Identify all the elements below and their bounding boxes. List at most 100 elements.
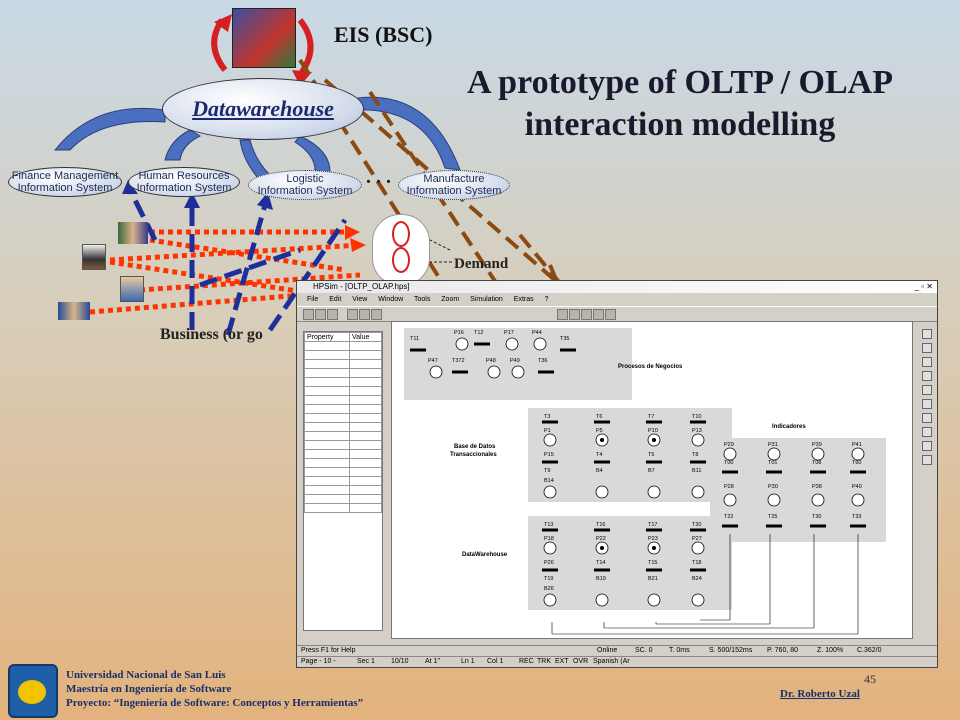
align-tool-icon[interactable] xyxy=(922,455,932,465)
petri-label-p16: P16 xyxy=(454,330,464,336)
mid-transition-bottom-1[interactable] xyxy=(594,460,610,464)
petri-label-b26: B26 xyxy=(544,586,554,592)
petri-label-t5: T5 xyxy=(648,452,654,458)
mid-transition-top-2[interactable] xyxy=(646,420,662,424)
low-transition-top-1[interactable] xyxy=(594,528,610,532)
transition-tool-icon[interactable] xyxy=(922,357,932,367)
menu-view[interactable]: View xyxy=(352,296,368,303)
menu-simulation[interactable]: Simulation xyxy=(470,296,503,303)
paste-icon[interactable] xyxy=(371,309,382,320)
low-transition-top-2[interactable] xyxy=(646,528,662,532)
ind-transition-3[interactable] xyxy=(850,470,866,474)
menu-file[interactable]: File xyxy=(307,296,319,303)
menu-help[interactable]: ? xyxy=(544,296,549,303)
ind-place-lower-0[interactable] xyxy=(723,493,737,507)
open-file-icon[interactable] xyxy=(315,309,326,320)
text-tool-icon[interactable] xyxy=(922,399,932,409)
window-controls[interactable]: _ ▫ ✕ xyxy=(914,282,933,291)
mid-transition-top-3[interactable] xyxy=(690,420,706,424)
menu-window[interactable]: Window xyxy=(378,296,404,303)
transition-t11[interactable] xyxy=(410,348,426,352)
petri-label-p28: P28 xyxy=(724,484,734,490)
drawing-palette xyxy=(919,325,935,525)
low-place-3[interactable] xyxy=(691,541,705,555)
mid-transition-top-1[interactable] xyxy=(594,420,610,424)
low-place-lower-2[interactable] xyxy=(647,593,661,607)
ind-transition-lower-0[interactable] xyxy=(722,524,738,528)
pointer-tool-icon[interactable] xyxy=(922,329,932,339)
menu-zoom[interactable]: Zoom xyxy=(441,296,460,303)
ind-transition-lower-3[interactable] xyxy=(850,524,866,528)
low-place-0[interactable] xyxy=(543,541,557,555)
petri-net-diagram: Procesos de Negocios Indicadores Base de… xyxy=(404,328,886,635)
menu-extras[interactable]: Extras xyxy=(513,296,534,303)
window-titlebar: HPSim - [OLTP_OLAP.hps] _ ▫ ✕ xyxy=(297,281,937,293)
pause-icon[interactable] xyxy=(569,309,580,320)
ind-place-2[interactable] xyxy=(811,447,825,461)
petri-net-canvas[interactable]: Procesos de Negocios Indicadores Base de… xyxy=(391,321,913,639)
ind-place-3[interactable] xyxy=(851,447,865,461)
low-transition-bottom-1[interactable] xyxy=(594,568,610,572)
ind-place-lower-3[interactable] xyxy=(851,493,865,507)
place-p48[interactable] xyxy=(487,365,501,379)
ind-transition-2[interactable] xyxy=(810,470,826,474)
word-status-bar: Page - 10 - Sec 1 10/10 At 1" Ln 1 Col 1… xyxy=(297,656,937,667)
place-p17[interactable] xyxy=(505,337,519,351)
low-place-lower-3[interactable] xyxy=(691,593,705,607)
mid-transition-top-0[interactable] xyxy=(542,420,558,424)
reset-icon[interactable] xyxy=(605,309,616,320)
transition-t12[interactable] xyxy=(474,342,490,346)
ind-transition-1[interactable] xyxy=(766,470,782,474)
mid-transition-bottom-3[interactable] xyxy=(690,460,706,464)
new-file-icon[interactable] xyxy=(303,309,314,320)
mid-place-lower-1[interactable] xyxy=(595,485,609,499)
stop-icon[interactable] xyxy=(581,309,592,320)
ind-place-lower-1[interactable] xyxy=(767,493,781,507)
menu-edit[interactable]: Edit xyxy=(329,296,342,303)
eis-people-icon xyxy=(232,8,296,68)
transition-t36[interactable] xyxy=(538,370,554,374)
mid-place-2-token xyxy=(652,438,656,442)
ind-transition-lower-1[interactable] xyxy=(766,524,782,528)
mid-place-lower-0[interactable] xyxy=(543,485,557,499)
ind-place-0[interactable] xyxy=(723,447,737,461)
cut-icon[interactable] xyxy=(347,309,358,320)
ind-transition-0[interactable] xyxy=(722,470,738,474)
ind-place-1[interactable] xyxy=(767,447,781,461)
place-tool-icon[interactable] xyxy=(922,343,932,353)
token-tool-icon[interactable] xyxy=(922,385,932,395)
copy-icon[interactable] xyxy=(359,309,370,320)
low-transition-top-3[interactable] xyxy=(690,528,706,532)
mid-place-0[interactable] xyxy=(543,433,557,447)
place-p47[interactable] xyxy=(429,365,443,379)
play-icon[interactable] xyxy=(557,309,568,320)
low-transition-bottom-2[interactable] xyxy=(646,568,662,572)
mid-place-lower-3[interactable] xyxy=(691,485,705,499)
mid-transition-bottom-2[interactable] xyxy=(646,460,662,464)
mid-transition-bottom-0[interactable] xyxy=(542,460,558,464)
low-transition-bottom-0[interactable] xyxy=(542,568,558,572)
zoom-out-icon[interactable] xyxy=(922,427,932,437)
low-place-lower-0[interactable] xyxy=(543,593,557,607)
grid-tool-icon[interactable] xyxy=(922,441,932,451)
place-p44[interactable] xyxy=(533,337,547,351)
menu-tools[interactable]: Tools xyxy=(413,296,431,303)
low-place-lower-1[interactable] xyxy=(595,593,609,607)
transition-t35[interactable] xyxy=(560,348,576,352)
ind-place-lower-2[interactable] xyxy=(811,493,825,507)
mid-place-lower-2[interactable] xyxy=(647,485,661,499)
arc-tool-icon[interactable] xyxy=(922,371,932,381)
place-p49[interactable] xyxy=(511,365,525,379)
zoom-in-icon[interactable] xyxy=(922,413,932,423)
place-p16[interactable] xyxy=(455,337,469,351)
petri-label-t7: T7 xyxy=(648,414,654,420)
transition-t372[interactable] xyxy=(452,370,468,374)
step-icon[interactable] xyxy=(593,309,604,320)
low-transition-top-0[interactable] xyxy=(542,528,558,532)
ind-transition-lower-2[interactable] xyxy=(810,524,826,528)
low-transition-bottom-3[interactable] xyxy=(690,568,706,572)
mid-place-3[interactable] xyxy=(691,433,705,447)
save-icon[interactable] xyxy=(327,309,338,320)
